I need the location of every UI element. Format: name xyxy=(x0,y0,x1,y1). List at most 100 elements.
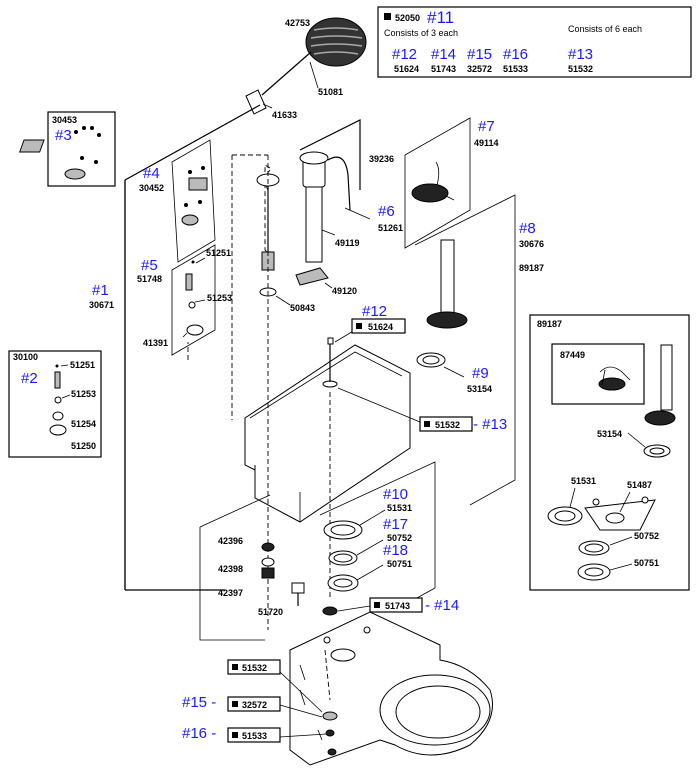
kit-box: 52050 #11 Consists of 3 each Consists of… xyxy=(377,6,692,78)
kit-ref-13: #13 xyxy=(568,46,593,63)
boxed-part-51743 xyxy=(369,597,423,613)
hinge-bracket-icon xyxy=(18,139,45,153)
o-ring-icon xyxy=(186,324,204,336)
part-label-51251a: 51251 xyxy=(206,248,231,258)
flush-valve-tube-icon xyxy=(440,239,455,319)
part-label-42398: 42398 xyxy=(218,564,243,574)
ref-label-17: #17 xyxy=(383,516,408,533)
kit-box-frame xyxy=(377,6,692,78)
flush-valve-panel xyxy=(414,194,516,506)
flapper-87449-icon xyxy=(598,377,626,391)
float-ball-icon xyxy=(305,17,367,67)
part-label-30671: 30671 xyxy=(89,300,114,310)
ref-label-9: #9 xyxy=(472,365,489,382)
part-label-51081: 51081 xyxy=(318,87,343,97)
boxed-part-51532b xyxy=(227,659,281,675)
part-label-89187b: 89187 xyxy=(537,319,562,329)
washer-42398-icon xyxy=(261,557,275,567)
boxed-part-51532a xyxy=(419,416,473,432)
boxed-label-51743: 51743 xyxy=(385,601,410,611)
part-label-51720: 51720 xyxy=(258,607,283,617)
ref-label-6: #6 xyxy=(378,203,395,220)
bowl-inlet-icon xyxy=(330,648,356,662)
boxed-label-51532a: 51532 xyxy=(435,420,460,430)
ref-label-3: #3 xyxy=(55,127,72,144)
boxed-part-51533 xyxy=(227,727,281,743)
ref-label-1: #1 xyxy=(92,282,109,299)
toilet-bowl xyxy=(289,611,493,766)
part-label-30100: 30100 xyxy=(13,352,38,362)
ref-label-14: - #14 xyxy=(425,597,459,614)
part-label-50752b: 50752 xyxy=(634,531,659,541)
washer-51743-icon xyxy=(322,606,338,616)
part-label-89187a: 89187 xyxy=(519,263,544,273)
kit-part-51533: 51533 xyxy=(503,64,528,74)
part-label-42396: 42396 xyxy=(218,536,243,546)
part-label-51531b: 51531 xyxy=(571,476,596,486)
ref-label-10: #10 xyxy=(383,486,408,503)
washer-32572-icon xyxy=(322,711,338,721)
assembly-1-panel xyxy=(124,104,261,591)
part-label-49120: 49120 xyxy=(332,286,357,296)
kit-part-32572: 32572 xyxy=(467,64,492,74)
kit-ref-16: #16 xyxy=(503,46,528,63)
part-label-30453: 30453 xyxy=(52,115,77,125)
part-label-30452: 30452 xyxy=(139,183,164,193)
ref-5-parts xyxy=(185,257,206,309)
part-label-50751b: 50751 xyxy=(634,558,659,568)
flapper-panel xyxy=(404,117,471,249)
boxed-part-32572 xyxy=(227,696,281,712)
ref-3-box xyxy=(18,111,116,187)
valve-stem-icon xyxy=(185,273,193,291)
valve-stem-icon-2 xyxy=(54,371,61,389)
part-label-42397: 42397 xyxy=(218,588,243,598)
ref-label-5: #5 xyxy=(141,257,158,274)
washer-42396-icon xyxy=(261,542,275,552)
refill-tube-icon xyxy=(327,156,351,211)
ref-label-13: - #13 xyxy=(473,416,507,433)
ref-label-4: #4 xyxy=(143,165,160,182)
float-rod xyxy=(261,51,312,96)
part-label-53154a: 53154 xyxy=(467,384,492,394)
boxed-label-32572: 32572 xyxy=(242,700,267,710)
overflow-tube xyxy=(295,151,371,289)
boxed-label-51624: 51624 xyxy=(368,322,393,332)
tank-to-bowl-panel xyxy=(319,461,436,611)
ref-label-12: #12 xyxy=(362,303,387,320)
spud-hardware-panel xyxy=(199,494,338,641)
float-ball-assembly xyxy=(245,17,367,115)
part-label-51487: 51487 xyxy=(627,480,652,490)
kit-part-51532: 51532 xyxy=(568,64,593,74)
kit-part-number: 52050 xyxy=(395,13,420,23)
part-label-30676: 30676 xyxy=(519,239,544,249)
nut-42397-icon xyxy=(261,567,275,579)
kit-six-each-label: Consists of 6 each xyxy=(568,24,642,34)
ref-label-15: #15 - xyxy=(182,694,216,711)
part-label-50752a: 50752 xyxy=(387,533,412,543)
ref-label-16: #16 - xyxy=(182,725,216,742)
kit-three-each-label: Consists of 3 each xyxy=(384,28,458,38)
flapper-kit-frame xyxy=(551,343,645,405)
part-label-51251b: 51251 xyxy=(70,360,95,370)
part-label-51250: 51250 xyxy=(71,441,96,451)
kit-part-51743: 51743 xyxy=(431,64,456,74)
kit-box-square-icon xyxy=(384,13,391,20)
flapper-icon xyxy=(411,183,449,203)
ref-2-box xyxy=(8,350,102,458)
part-label-51748: 51748 xyxy=(137,274,162,284)
boxed-label-51533: 51533 xyxy=(242,731,267,741)
ref-label-7: #7 xyxy=(478,118,495,135)
part-label-51253a: 51253 xyxy=(207,293,232,303)
boxed-part-51624 xyxy=(351,318,406,334)
ref-label-2: #2 xyxy=(21,370,38,387)
part-label-49114: 49114 xyxy=(474,138,499,148)
nut-51533-icon xyxy=(325,729,335,737)
kit-part-51624: 51624 xyxy=(394,64,419,74)
ref-4-parts xyxy=(181,166,208,226)
kit-ref-12: #12 xyxy=(392,46,417,63)
part-label-51253b: 51253 xyxy=(71,389,96,399)
part-label-51254: 51254 xyxy=(71,419,96,429)
bolt-head-51720-icon xyxy=(291,582,305,594)
part-label-49119: 49119 xyxy=(335,238,360,248)
